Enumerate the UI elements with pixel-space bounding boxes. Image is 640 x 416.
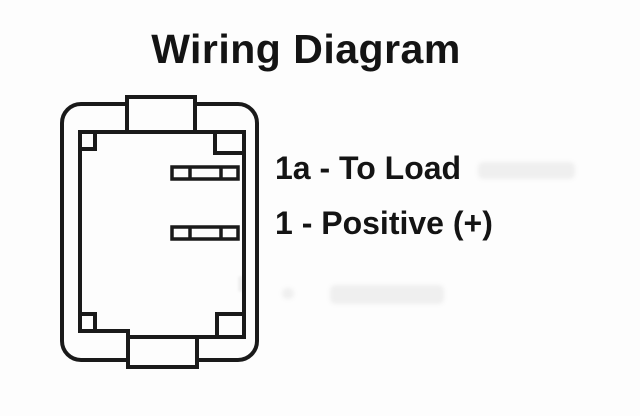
- watermark-smudge: [282, 288, 294, 299]
- key-notch-top-left: [78, 130, 97, 151]
- connector-bottom-tab: [126, 335, 199, 369]
- terminal-1a-pin-icon: [170, 165, 240, 181]
- page-title: Wiring Diagram: [151, 26, 461, 72]
- terminal-1-pin-icon: [170, 225, 240, 241]
- key-notch-bottom-left: [78, 312, 97, 333]
- key-notch-top-right: [213, 130, 246, 155]
- watermark-smudge: [238, 276, 243, 292]
- terminal-1a-label: 1a - To Load: [275, 150, 462, 186]
- terminal-1-label: 1 - Positive (+): [275, 205, 493, 241]
- watermark-smudge: [478, 162, 575, 179]
- key-notch-bottom-right: [215, 312, 246, 339]
- watermark-smudge: [330, 285, 444, 304]
- connector-top-tab: [125, 95, 197, 134]
